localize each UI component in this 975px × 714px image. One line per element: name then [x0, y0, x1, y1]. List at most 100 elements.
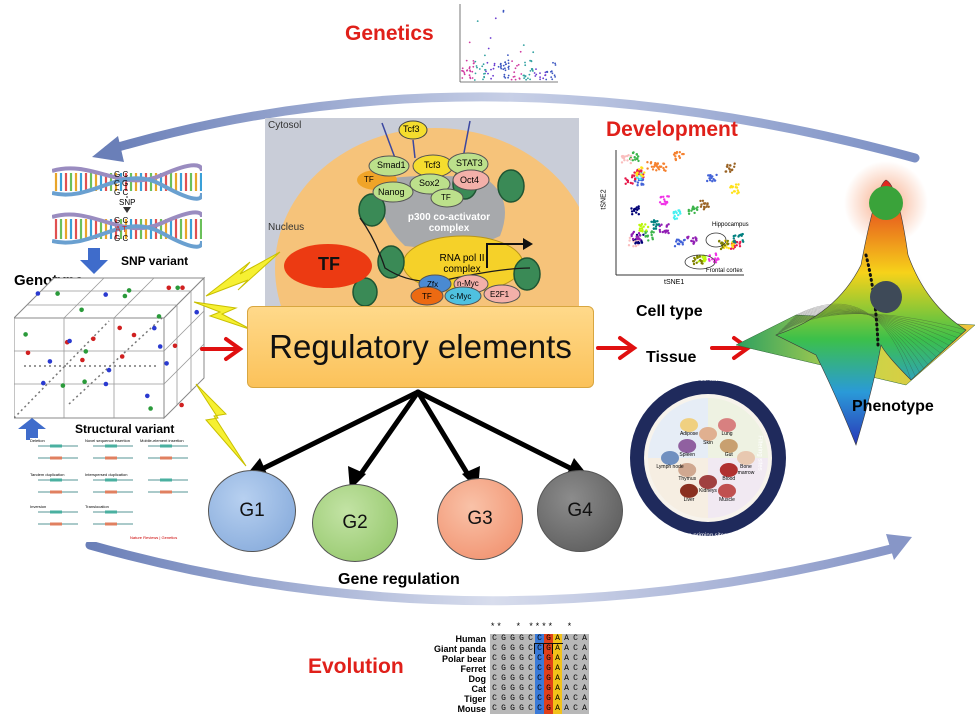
organ-icon: [718, 418, 736, 433]
tsne-point: [733, 165, 736, 168]
tsne-point: [650, 233, 653, 237]
genotype-cube: [14, 276, 206, 420]
tsne-point: [700, 260, 703, 263]
nucleotide-cell: C: [490, 644, 499, 654]
variant-dot: [148, 406, 153, 411]
tsne-point: [665, 165, 668, 169]
tsne-point: [675, 211, 678, 215]
phenotype-ball-mid: [870, 281, 902, 313]
nucleotide-cell: C: [490, 664, 499, 674]
tsne-point: [654, 227, 658, 230]
manhattan-point: [492, 67, 495, 70]
tsne-point: [652, 231, 655, 234]
species-name: Dog: [468, 674, 487, 684]
sv-up-arrow-icon: [18, 418, 46, 440]
tsne-point: [634, 244, 638, 248]
tsne-point: [695, 207, 698, 210]
nucleotide-cell: G: [499, 704, 508, 714]
tsne-point: [655, 169, 658, 172]
sv-segment: [50, 456, 62, 460]
manhattan-point: [474, 60, 477, 63]
top-pair-2: G: [122, 179, 129, 188]
nucleotide-cell: A: [580, 664, 589, 674]
tsne-point: [713, 179, 717, 182]
tsne-point: [703, 260, 706, 263]
variant-dot: [175, 285, 180, 291]
manhattan-point: [507, 68, 510, 70]
tsne-point: [707, 174, 710, 177]
manhattan-point: [514, 67, 517, 70]
organ-label: Lymph node: [656, 464, 684, 470]
tsne-point: [631, 213, 634, 216]
tsne-point: [703, 206, 706, 209]
tsne-point: [681, 241, 684, 244]
tcf3-label: Tcf3: [424, 160, 441, 170]
manhattan-point: [503, 75, 506, 78]
manhattan-point: [550, 70, 552, 73]
manhattan-point: [507, 54, 509, 56]
variant-dot: [145, 393, 150, 399]
p300-label: p300 co-activator complex: [407, 212, 491, 234]
tsne-point: [654, 164, 657, 167]
tf-bottom-label: TF: [422, 292, 432, 301]
tsne-point: [692, 260, 695, 263]
variant-dot: [41, 380, 46, 386]
tsne-point: [640, 170, 643, 173]
sv-panel-graphics: [38, 444, 188, 526]
tsne-point: [623, 155, 627, 158]
cell-type-label: Cell type: [636, 303, 703, 320]
tsne-point: [628, 236, 632, 240]
nucleotide-cell: A: [553, 634, 562, 644]
tsne-point: [675, 240, 678, 243]
organ-icon: [680, 418, 698, 433]
lightning-bolt-to-tf: [205, 251, 281, 297]
organ-icon: [680, 483, 698, 498]
tsne-point: [703, 202, 706, 205]
manhattan-point: [494, 17, 497, 20]
nucleotide-cell: C: [490, 694, 499, 704]
tsne-point: [727, 247, 730, 250]
nucleotide-cell: G: [499, 654, 508, 664]
manhattan-point: [545, 78, 548, 81]
nucleotide-cell: A: [553, 704, 562, 714]
dna-snp-illustration: [52, 163, 202, 249]
manhattan-point: [500, 65, 502, 67]
nucleotide-cell: G: [517, 674, 526, 684]
tsne-point: [710, 176, 713, 180]
tsne-point: [652, 227, 656, 230]
tsne-point: [622, 155, 625, 159]
tsne-point: [662, 162, 665, 165]
tsne-point: [656, 220, 659, 223]
organ-icon: [719, 439, 738, 453]
tsne-point: [673, 152, 677, 155]
variant-dot: [55, 291, 60, 296]
tsne-point: [699, 205, 703, 208]
manhattan-point: [525, 78, 527, 81]
tsne-point: [630, 157, 633, 161]
tsne-point: [705, 205, 708, 208]
manhattan-point: [502, 64, 505, 67]
nucleotide-cell: A: [562, 704, 571, 714]
conservation-stars: ** * **** *: [490, 622, 574, 632]
tsne-point: [687, 212, 691, 215]
nucleotide-cell: C: [535, 674, 544, 684]
manhattan-point: [539, 76, 541, 78]
tsne-point: [678, 151, 681, 154]
tsne-point: [701, 199, 705, 202]
tsne-point: [677, 209, 680, 212]
nucleotide-cell: A: [562, 694, 571, 704]
tsne-frontal-cortex: Frontal cortex: [706, 268, 743, 274]
nucleotide-cell: G: [517, 654, 526, 664]
tsne-point: [664, 203, 667, 206]
manhattan-point: [554, 76, 556, 78]
phenotype-ball-top: [869, 186, 903, 220]
manhattan-point: [466, 69, 469, 71]
tsne-point: [638, 237, 641, 241]
nucleotide-cell: C: [490, 684, 499, 694]
tsne-point: [712, 178, 715, 181]
variant-dot: [179, 402, 184, 408]
